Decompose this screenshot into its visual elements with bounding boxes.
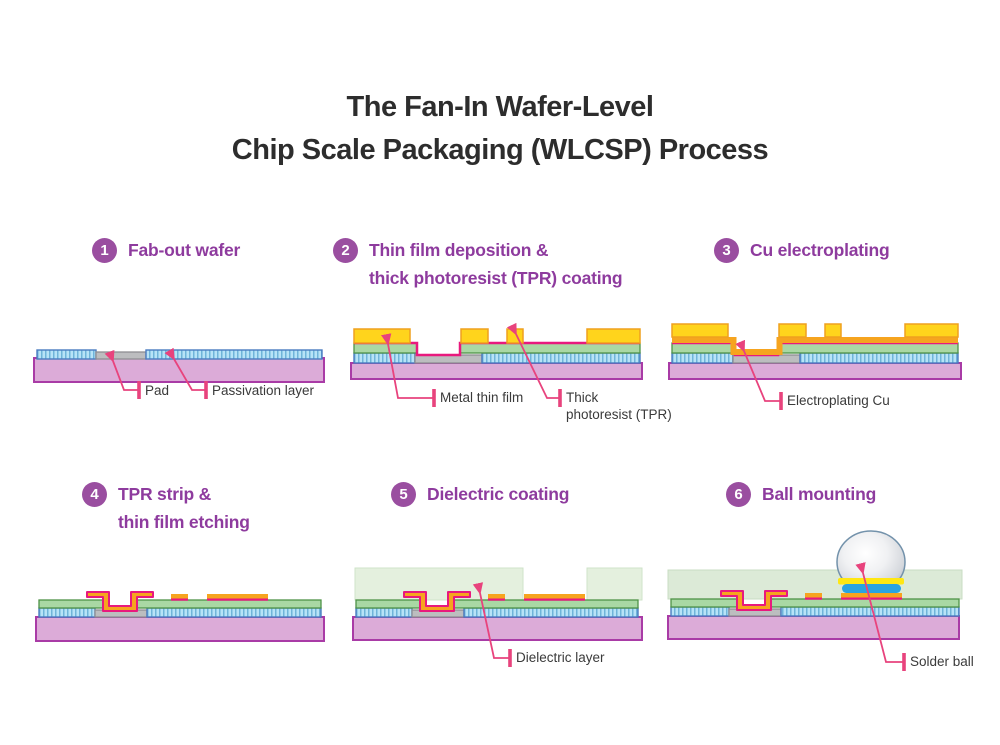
substrate-layer (33, 357, 325, 383)
pad-layer (95, 351, 147, 360)
tpr-block (460, 328, 489, 344)
solder-ball-label: Solder ball (910, 654, 974, 669)
green-layer-right (459, 342, 641, 354)
step3-header: 3 Cu electroplating (714, 236, 890, 264)
green-layer-left (38, 599, 104, 609)
step2-header: 2 Thin film deposition & thick photoresi… (333, 236, 623, 292)
substrate-layer (35, 616, 325, 642)
step3-diagram: Electroplating Cu (668, 323, 962, 410)
tpr-block (671, 323, 729, 338)
metal-film-under-cu (488, 598, 505, 601)
tpr-block (778, 323, 807, 338)
passivation-layer-left (355, 607, 413, 618)
metal-film-leader-line (381, 333, 436, 407)
step6-number-badge: 6 (726, 482, 751, 507)
cu-pad (207, 594, 268, 599)
cu-rdl-via (86, 591, 154, 612)
substrate-layer (668, 362, 962, 380)
passivation-label: Passivation layer (212, 383, 315, 398)
step5-title: Dielectric coating (427, 484, 570, 504)
page-title-line2: Chip Scale Packaging (WLCSP) Process (231, 134, 769, 166)
tpr-block (506, 328, 524, 344)
step3-number-badge: 3 (714, 238, 739, 263)
pad-leader-line (104, 349, 141, 399)
passivation-layer-left (353, 352, 416, 364)
substrate-layer (667, 615, 960, 640)
ubm-yellow-layer (838, 578, 904, 585)
step6-title: Ball mounting (762, 484, 877, 504)
passivation-layer-right (481, 352, 641, 364)
tpr-block (904, 323, 959, 338)
green-layer-left (671, 342, 736, 354)
metal-film-label: Metal thin film (440, 390, 523, 405)
dielectric-label: Dielectric layer (516, 650, 605, 665)
cu-rdl-via (720, 590, 788, 611)
step6-diagram: Solder ball (667, 530, 974, 671)
passivation-layer-right (463, 607, 639, 618)
green-layer-left (355, 599, 421, 609)
cu-pad (841, 593, 902, 598)
passivation-layer-right (146, 607, 322, 618)
pad-label: Pad (145, 383, 169, 398)
tpr-label-line1: Thick (566, 390, 599, 405)
passivation-layer-right (780, 606, 960, 617)
passivation-layer-left (36, 349, 97, 360)
green-layer-right (777, 342, 959, 354)
step2-title: Thin film deposition & thick photoresist… (369, 240, 623, 288)
electroplating-leader-line (735, 339, 783, 410)
cu-pad (524, 594, 585, 599)
substrate-layer (352, 616, 643, 641)
step5-header: 5 Dielectric coating (391, 480, 569, 508)
metal-film-under-cu (805, 597, 822, 600)
passivation-leader-line (164, 347, 208, 399)
tpr-leader-line (506, 322, 562, 407)
passivation-layer-right (145, 349, 323, 360)
metal-film-under-cu (841, 597, 902, 600)
tpr-label-line2: photoresist (TPR) (566, 407, 672, 422)
dielectric-layer-right (586, 567, 643, 601)
passivation-layer-right (799, 352, 959, 364)
step3-title: Cu electroplating (750, 240, 890, 260)
green-layer-right (770, 598, 960, 608)
step5-diagram: Dielectric layer (352, 567, 643, 667)
step2-number-badge: 2 (333, 238, 358, 263)
metal-film-under-cu (524, 598, 585, 601)
cu-trace (488, 594, 505, 599)
dielectric-leader-line (472, 582, 512, 667)
metal-film-under-cu (207, 598, 268, 601)
tpr-block (824, 323, 842, 338)
step5-number-badge: 5 (391, 482, 416, 507)
solder-ball-leader-line (855, 562, 906, 671)
step4-header: 4 TPR strip & thin film etching (82, 480, 250, 536)
metal-film-under-cu (171, 598, 188, 601)
step4-number-badge: 4 (82, 482, 107, 507)
step1-title: Fab-out wafer (128, 240, 241, 260)
passivation-layer-left (671, 352, 734, 364)
page-title: The Fan-In Wafer-Level Chip Scale Packag… (0, 86, 1000, 172)
green-layer-right (136, 599, 322, 609)
green-layer-left (353, 342, 418, 354)
tpr-block (353, 328, 411, 344)
step4-diagram (35, 591, 325, 642)
step6-header: 6 Ball mounting (726, 480, 876, 508)
cu-rdl-via (403, 591, 471, 612)
step1-header: 1 Fab-out wafer (92, 236, 240, 264)
step1-number-badge: 1 (92, 238, 117, 263)
green-layer-left (670, 598, 738, 608)
step4-title: TPR strip & thin film etching (118, 484, 250, 532)
page-title-line1: The Fan-In Wafer-Level (346, 91, 654, 123)
ubm-blue-layer (842, 584, 901, 593)
passivation-layer-left (38, 607, 96, 618)
tpr-block (586, 328, 641, 344)
step2-diagram: Metal thin film Thick photoresist (TPR) (350, 322, 672, 422)
step1-diagram: Pad Passivation layer (33, 347, 325, 399)
electroplating-label: Electroplating Cu (787, 393, 890, 408)
passivation-layer-left (670, 606, 730, 617)
cu-trace (805, 593, 822, 598)
cu-trace (171, 594, 188, 599)
